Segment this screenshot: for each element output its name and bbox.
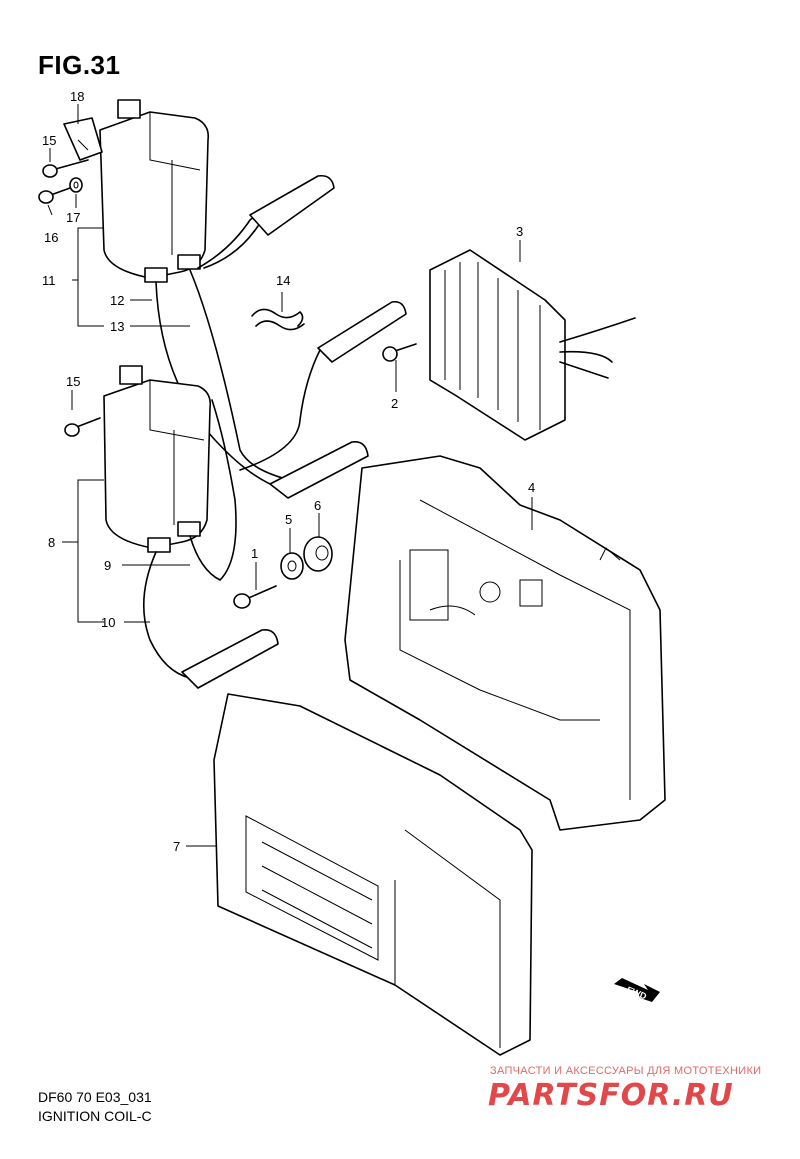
cover-7 xyxy=(213,693,533,1056)
callout-15b: 15 xyxy=(66,374,80,389)
callout-7: 7 xyxy=(173,839,180,854)
grommet-5 xyxy=(280,552,304,580)
ignition-coil-upper xyxy=(63,99,210,283)
clamp-14 xyxy=(251,308,305,331)
ht-lead-10 xyxy=(142,551,191,679)
ignition-coil-lower xyxy=(103,365,212,553)
bolt-16 xyxy=(38,187,71,204)
bolt-15-upper xyxy=(42,159,89,178)
callout-11: 11 xyxy=(42,273,56,288)
callout-9: 9 xyxy=(104,558,111,573)
plug-cap-upper-b xyxy=(317,300,407,363)
callout-14: 14 xyxy=(276,273,290,288)
callout-1: 1 xyxy=(251,546,258,561)
bolt-2 xyxy=(382,343,417,362)
callout-6: 6 xyxy=(314,498,321,513)
plug-cap-upper-c xyxy=(269,440,369,499)
watermark-brand: PARTSFOR.RU xyxy=(488,1078,734,1113)
ht-lead-13 xyxy=(189,269,291,481)
fwd-label: FWD xyxy=(625,985,648,1002)
ht-lead-9 xyxy=(189,399,237,581)
fwd-arrow-icon: FWD xyxy=(614,978,660,1002)
callout-2: 2 xyxy=(391,396,398,411)
callout-8: 8 xyxy=(48,535,55,550)
bracket-case-4 xyxy=(344,455,666,831)
model-code: DF60 70 E03_031 xyxy=(38,1089,152,1105)
watermark-tagline: ЗАПЧАСТИ И АКСЕССУАРЫ ДЛЯ МОТОТЕХНИКИ xyxy=(490,1065,762,1077)
callout-13: 13 xyxy=(110,319,124,334)
callout-18: 18 xyxy=(70,89,84,104)
callout-4: 4 xyxy=(528,480,535,495)
figure-title: FIG.31 xyxy=(38,50,121,80)
callout-16: 16 xyxy=(44,230,58,245)
callout-15a: 15 xyxy=(42,133,56,148)
callout-12: 12 xyxy=(110,293,124,308)
grommet-6 xyxy=(303,536,333,572)
plug-cap-upper-a xyxy=(249,174,335,236)
plug-cap-lower xyxy=(181,628,279,689)
rectifier-unit-3 xyxy=(429,249,636,441)
section-name: IGNITION COIL-C xyxy=(38,1108,152,1124)
callout-17: 17 xyxy=(66,210,80,225)
washer-17 xyxy=(69,177,83,193)
callout-5: 5 xyxy=(285,512,292,527)
callout-10: 10 xyxy=(101,615,115,630)
callout-3: 3 xyxy=(516,224,523,239)
bolt-1 xyxy=(233,585,277,609)
bolt-15-lower xyxy=(64,417,101,437)
